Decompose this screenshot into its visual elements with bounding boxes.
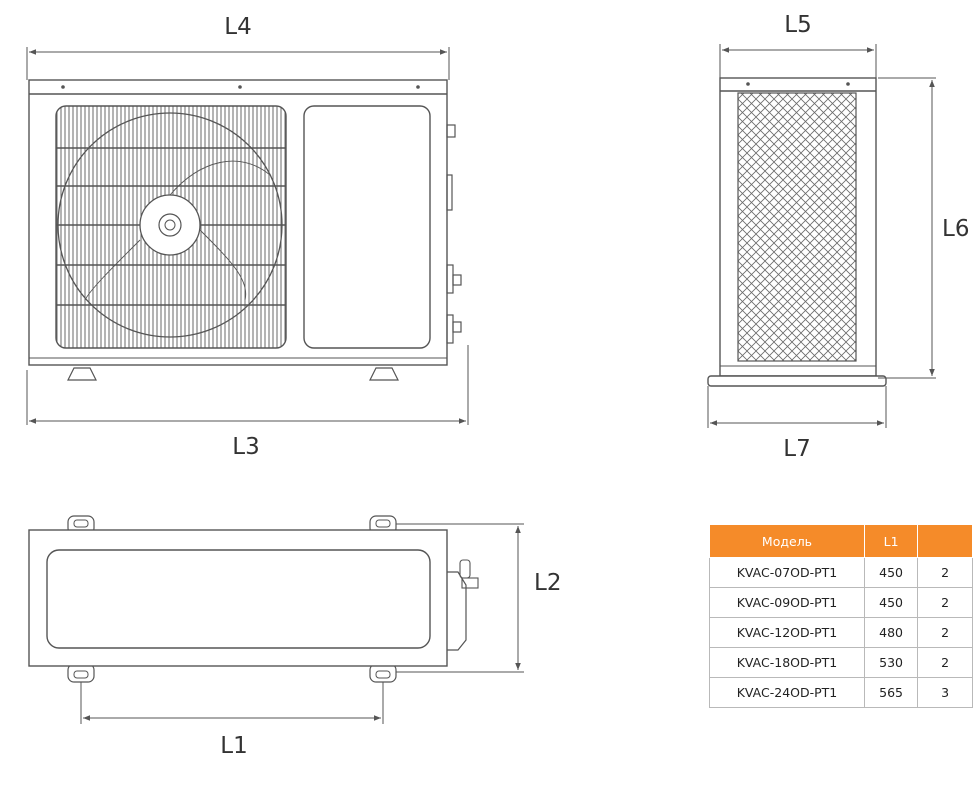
label-l5: L5	[784, 12, 811, 38]
front-view	[26, 47, 469, 425]
cell-l1: 530	[863, 647, 919, 678]
label-l7: L7	[783, 436, 810, 462]
top-view	[28, 515, 524, 724]
cell-l1: 450	[863, 557, 919, 588]
header-model: Модель	[709, 524, 865, 558]
side-view	[707, 44, 936, 428]
table-row: KVAC-07OD-PT1 450 2	[709, 557, 973, 588]
cell-l1: 450	[863, 587, 919, 618]
cell-l2: 2	[917, 647, 973, 678]
cell-model: KVAC-09OD-PT1	[709, 587, 865, 618]
cell-l1: 480	[863, 617, 919, 648]
label-l2: L2	[534, 570, 561, 596]
cell-model: KVAC-18OD-PT1	[709, 647, 865, 678]
dimensions-table: Модель L1 KVAC-07OD-PT1 450 2 KVAC-09OD-…	[709, 524, 973, 708]
cell-l2: 2	[917, 587, 973, 618]
cell-model: KVAC-12OD-PT1	[709, 617, 865, 648]
cell-l2: 2	[917, 557, 973, 588]
table-row: KVAC-18OD-PT1 530 2	[709, 647, 973, 678]
header-l2	[917, 524, 973, 558]
dimensions-table-container: Модель L1 KVAC-07OD-PT1 450 2 KVAC-09OD-…	[709, 524, 973, 708]
table-row: KVAC-24OD-PT1 565 3	[709, 677, 973, 708]
cell-model: KVAC-07OD-PT1	[709, 557, 865, 588]
cell-model: KVAC-24OD-PT1	[709, 677, 865, 708]
cell-l2: 3	[917, 677, 973, 708]
table-row: KVAC-09OD-PT1 450 2	[709, 587, 973, 618]
label-l1: L1	[220, 733, 247, 759]
label-l4: L4	[224, 14, 251, 40]
cell-l1: 565	[863, 677, 919, 708]
cell-l2: 2	[917, 617, 973, 648]
table-header-row: Модель L1	[709, 524, 973, 558]
table-row: KVAC-12OD-PT1 480 2	[709, 617, 973, 648]
label-l6: L6	[942, 216, 969, 242]
header-l1: L1	[863, 524, 919, 558]
label-l3: L3	[232, 434, 259, 460]
